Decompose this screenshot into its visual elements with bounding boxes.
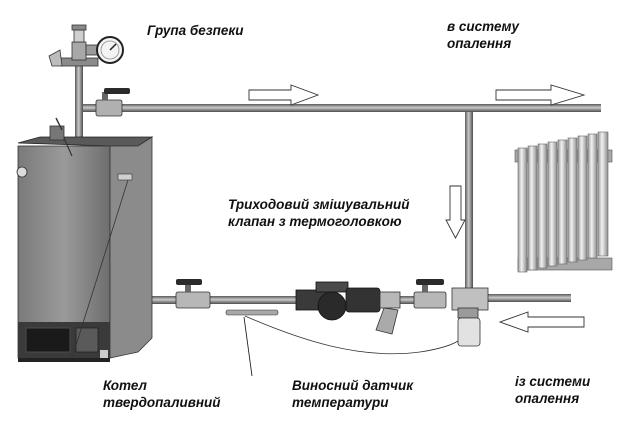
arrow-left-icon (498, 311, 585, 333)
remote-temperature-sensor (225, 309, 279, 377)
solid-fuel-boiler (16, 117, 154, 362)
safety-group-label: Група безпеки (147, 23, 244, 38)
boiler-label: Котел твердопаливний (103, 378, 221, 410)
supply-pipe (75, 58, 601, 294)
safety-group (48, 24, 124, 67)
arrow-right-icon (248, 84, 320, 106)
arrow-right-icon (495, 84, 586, 106)
return-ball-valve-boiler (175, 279, 211, 309)
to-heating-system-label: в систему опалення (447, 19, 519, 51)
strainer-filter (375, 291, 401, 335)
return-pipe (138, 294, 571, 304)
from-heating-system-label: із системи опалення (515, 374, 591, 406)
circulation-pump (295, 281, 381, 321)
arrow-down-icon (445, 185, 466, 239)
radiator (514, 131, 613, 273)
pressure-gauge-icon (96, 36, 124, 64)
mixing-valve-label: Триходовий змішувальний клапан з термого… (228, 197, 410, 229)
return-ball-valve-mixing (413, 279, 447, 309)
supply-ball-valve (95, 88, 130, 117)
three-way-mixing-valve (451, 287, 489, 347)
remote-sensor-label: Виносний датчик температури (292, 378, 414, 410)
